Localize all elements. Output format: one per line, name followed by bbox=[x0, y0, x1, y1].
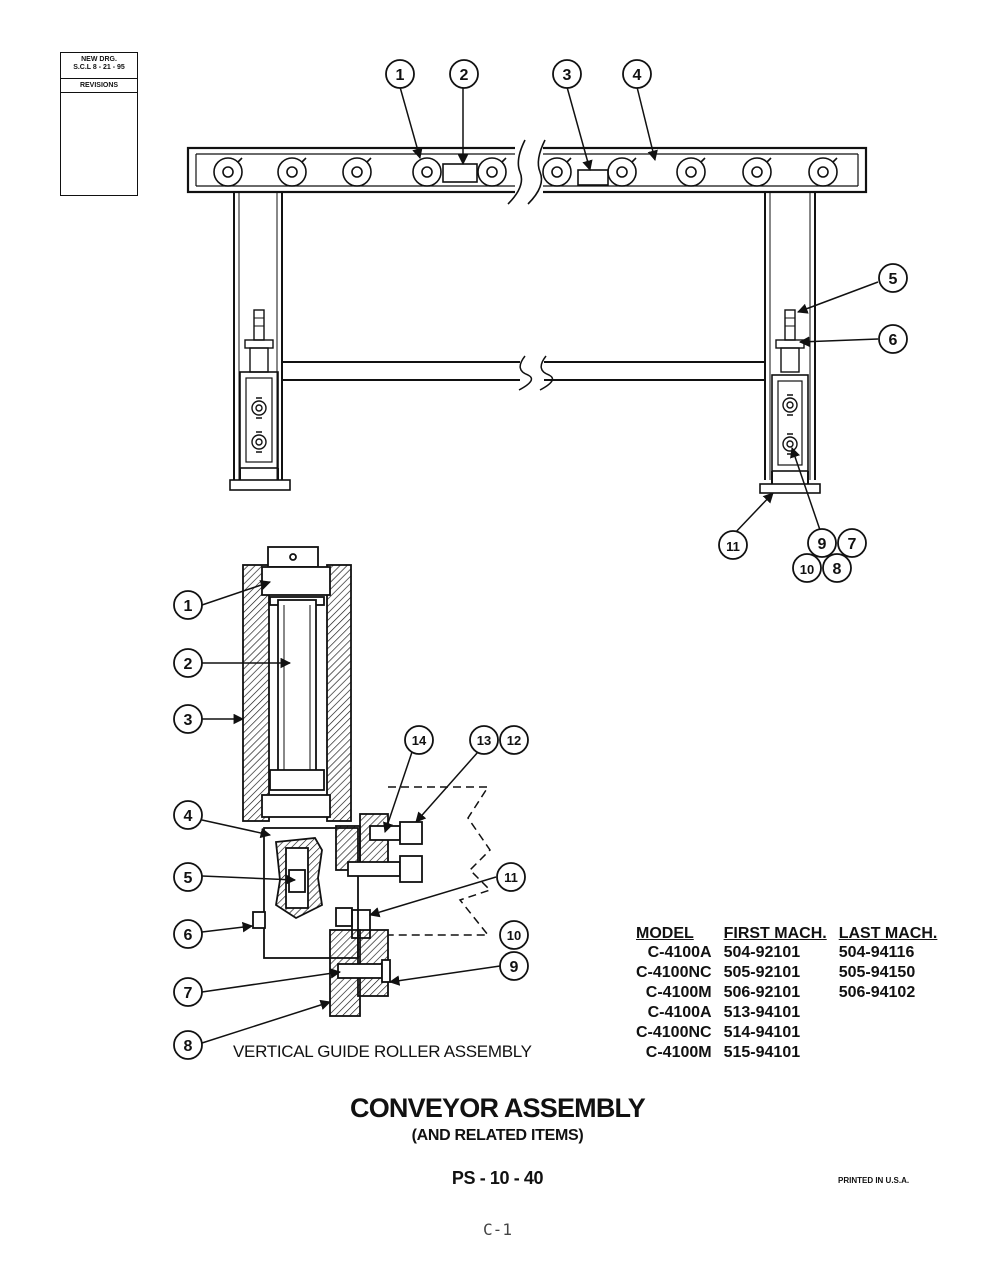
svg-text:9: 9 bbox=[818, 536, 827, 553]
svg-text:4: 4 bbox=[184, 808, 193, 825]
rail-plate-3 bbox=[577, 169, 609, 186]
document-number: PS - 10 - 40 bbox=[451, 1168, 544, 1188]
detail-caption: VERTICAL GUIDE ROLLER ASSEMBLY bbox=[233, 1042, 532, 1061]
last-mach-cell: 505-94150 bbox=[838, 964, 916, 981]
callout-top-9: 9 bbox=[807, 528, 837, 558]
svg-text:12: 12 bbox=[507, 733, 521, 748]
model-cell: C-4100NC bbox=[636, 964, 712, 981]
callout-detail-4: 4 bbox=[173, 800, 203, 830]
svg-text:7: 7 bbox=[184, 985, 193, 1002]
svg-text:6: 6 bbox=[889, 332, 898, 349]
callout-top-10: 10 bbox=[792, 553, 822, 583]
callout-top-7: 7 bbox=[837, 528, 867, 558]
callout-detail-11: 11 bbox=[496, 862, 526, 892]
revisions-label: REVISIONS bbox=[61, 79, 137, 93]
svg-text:8: 8 bbox=[833, 561, 842, 578]
callout-detail-10: 10 bbox=[499, 920, 529, 950]
page-title: CONVEYOR ASSEMBLY bbox=[350, 1093, 646, 1123]
callout-detail-12: 12 bbox=[499, 725, 529, 755]
svg-text:4: 4 bbox=[633, 67, 642, 84]
rail-plate-2 bbox=[442, 163, 478, 183]
conveyor-frame-elevation bbox=[186, 139, 868, 494]
last-mach-cell bbox=[833, 1003, 944, 1023]
svg-text:7: 7 bbox=[848, 536, 857, 553]
last-mach-cell bbox=[833, 1043, 944, 1063]
svg-text:2: 2 bbox=[184, 656, 193, 673]
callout-detail-14: 14 bbox=[404, 725, 434, 755]
callout-detail-1: 1 bbox=[173, 590, 203, 620]
table-row: C-4100M 515-94101 bbox=[630, 1043, 943, 1063]
model-table: MODEL FIRST MACH. LAST MACH. C-4100A 504… bbox=[630, 925, 943, 1063]
col-model: MODEL bbox=[636, 925, 694, 942]
revision-new-drawing: NEW DRG. S.C.L 8 - 21 - 95 bbox=[61, 53, 137, 79]
first-mach-cell: 514-94101 bbox=[723, 1024, 801, 1041]
bottom-callouts: 1 2 3 4 5 6 7 8 14 13 12 11 10 9 bbox=[173, 590, 529, 1060]
callout-detail-9: 9 bbox=[499, 951, 529, 981]
table-row: C-4100A 513-94101 bbox=[630, 1003, 943, 1023]
model-cell: C-4100NC bbox=[636, 1024, 712, 1041]
page-label: C-1 bbox=[483, 1220, 512, 1239]
table-row: C-4100M 506-92101 506-94102 bbox=[630, 983, 943, 1003]
svg-text:10: 10 bbox=[507, 928, 521, 943]
callout-detail-2: 2 bbox=[173, 648, 203, 678]
callout-top-4: 4 bbox=[622, 59, 652, 89]
table-row: C-4100NC 514-94101 bbox=[630, 1023, 943, 1043]
revision-block: NEW DRG. S.C.L 8 - 21 - 95 REVISIONS bbox=[60, 52, 138, 196]
last-mach-cell: 504-94116 bbox=[838, 944, 915, 961]
callout-detail-6: 6 bbox=[173, 919, 203, 949]
roller-row bbox=[213, 157, 838, 187]
revision-line-2: S.C.L 8 - 21 - 95 bbox=[73, 64, 125, 71]
first-mach-cell: 504-92101 bbox=[723, 944, 801, 961]
col-last-mach: LAST MACH. bbox=[838, 925, 938, 942]
callout-top-11: 11 bbox=[718, 530, 748, 560]
table-row: C-4100A 504-92101 504-94116 bbox=[630, 943, 943, 963]
first-mach-cell: 505-92101 bbox=[723, 964, 801, 981]
callout-top-5: 5 bbox=[878, 263, 908, 293]
callout-top-8: 8 bbox=[822, 553, 852, 583]
svg-text:5: 5 bbox=[184, 870, 193, 887]
svg-text:14: 14 bbox=[412, 733, 427, 748]
svg-text:11: 11 bbox=[504, 870, 518, 885]
svg-text:9: 9 bbox=[510, 959, 519, 976]
model-cell: C-4100A bbox=[647, 1004, 712, 1021]
table-row: C-4100NC 505-92101 505-94150 bbox=[630, 963, 943, 983]
bottom-leaders bbox=[201, 580, 501, 1044]
callout-top-1: 1 bbox=[385, 59, 415, 89]
guide-roller-section bbox=[242, 546, 492, 1017]
svg-text:11: 11 bbox=[726, 539, 740, 554]
svg-text:3: 3 bbox=[563, 67, 572, 84]
printed-in-usa: PRINTED IN U.S.A. bbox=[838, 1176, 910, 1185]
revision-line-1: NEW DRG. bbox=[81, 56, 117, 63]
svg-text:1: 1 bbox=[396, 67, 405, 84]
first-mach-cell: 506-92101 bbox=[723, 984, 801, 1001]
svg-text:1: 1 bbox=[184, 598, 193, 615]
first-mach-cell: 513-94101 bbox=[723, 1004, 801, 1021]
last-mach-cell: 506-94102 bbox=[838, 984, 916, 1001]
first-mach-cell: 515-94101 bbox=[723, 1044, 801, 1061]
callout-detail-3: 3 bbox=[173, 704, 203, 734]
page-subtitle: (AND RELATED ITEMS) bbox=[411, 1127, 584, 1144]
svg-text:5: 5 bbox=[889, 271, 898, 288]
top-leaders bbox=[399, 86, 879, 536]
model-cell: C-4100M bbox=[645, 1044, 712, 1061]
callout-top-2: 2 bbox=[449, 59, 479, 89]
callout-top-6: 6 bbox=[878, 324, 908, 354]
svg-text:3: 3 bbox=[184, 712, 193, 729]
svg-text:8: 8 bbox=[184, 1038, 193, 1055]
top-callouts: 1 2 3 4 5 6 11 9 7 10 8 bbox=[385, 59, 908, 583]
callout-detail-5: 5 bbox=[173, 862, 203, 892]
callout-top-3: 3 bbox=[552, 59, 582, 89]
callout-detail-8: 8 bbox=[173, 1030, 203, 1060]
svg-text:10: 10 bbox=[800, 562, 814, 577]
col-first-mach: FIRST MACH. bbox=[723, 925, 827, 942]
svg-text:6: 6 bbox=[184, 927, 193, 944]
model-cell: C-4100M bbox=[645, 984, 712, 1001]
model-cell: C-4100A bbox=[647, 944, 712, 961]
svg-text:13: 13 bbox=[477, 733, 491, 748]
callout-detail-13: 13 bbox=[469, 725, 499, 755]
svg-text:2: 2 bbox=[460, 67, 469, 84]
callout-detail-7: 7 bbox=[173, 977, 203, 1007]
last-mach-cell bbox=[833, 1023, 944, 1043]
